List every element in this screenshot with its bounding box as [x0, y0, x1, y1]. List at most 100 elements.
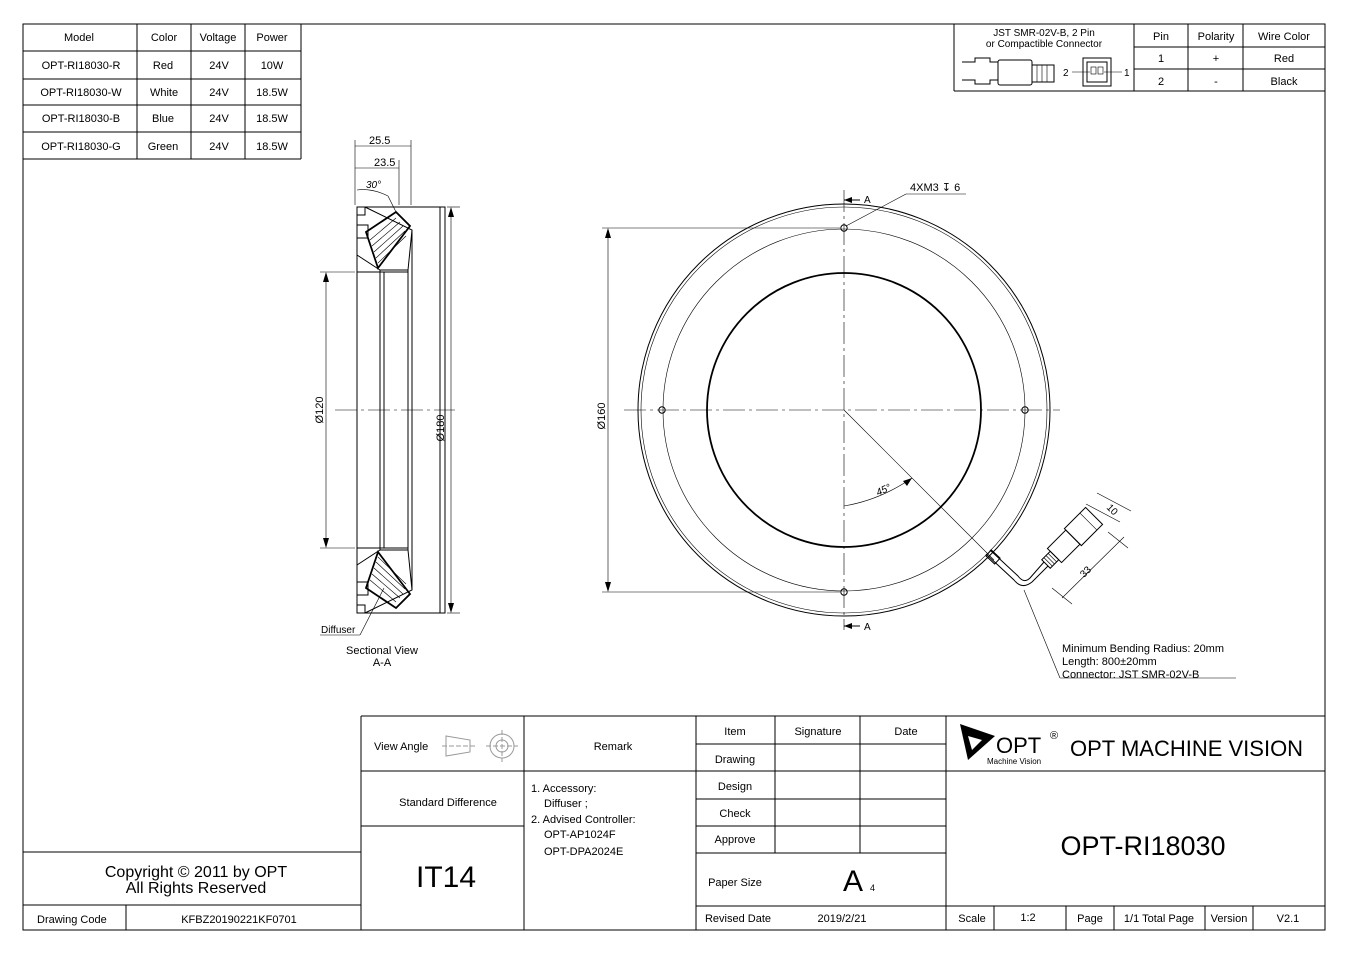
remark-line: OPT-DPA2024E — [544, 846, 623, 858]
cable-note-bending: Minimum Bending Radius: 20mm — [1062, 643, 1224, 655]
section-dim-inner-diameter: Ø120 — [314, 397, 326, 424]
section-mark-top: A — [864, 195, 871, 206]
models-cell: OPT-RI18030-G — [41, 141, 120, 153]
models-header-model: Model — [64, 32, 94, 44]
signature-label: Signature — [794, 726, 841, 738]
paper-size-value: A — [843, 865, 863, 898]
paper-size-label: Paper Size — [708, 877, 762, 889]
models-table: Model Color Voltage Power OPT-RI18030-R … — [23, 24, 302, 160]
models-cell: 24V — [209, 141, 229, 153]
connector-cell: 1 — [1158, 53, 1164, 65]
connector-cell: Black — [1271, 76, 1298, 88]
tolerance-value: IT14 — [416, 861, 476, 894]
connector-cell: Red — [1274, 53, 1294, 65]
front-dim-angle: 45° — [875, 482, 893, 498]
model-name: OPT-RI18030 — [1060, 831, 1225, 861]
scale-value: 1:2 — [1020, 912, 1035, 924]
remark-line: 2. Advised Controller: — [531, 814, 636, 826]
section-dim-outer-diameter: Ø180 — [435, 415, 447, 442]
connector-icon — [962, 57, 1122, 87]
version-label: Version — [1211, 913, 1248, 925]
logo-subtext: Machine Vision — [987, 757, 1041, 766]
connector-pin-2-label: 2 — [1063, 68, 1069, 79]
models-cell: Green — [148, 141, 179, 153]
cable-assembly: 10 33 — [985, 492, 1132, 605]
drawing-code-value: KFBZ20190221KF0701 — [181, 914, 297, 926]
remark-line: OPT-AP1024F — [544, 829, 616, 841]
models-cell: 24V — [209, 113, 229, 125]
section-caption-line1: Sectional View — [346, 645, 418, 657]
drawing-label: Drawing — [715, 754, 755, 766]
mounting-hole — [840, 224, 848, 232]
section-dim-width-outer: 25.5 — [369, 135, 390, 147]
logo-text: OPT — [996, 733, 1041, 758]
front-dim-hole-circle: Ø160 — [596, 403, 608, 430]
revised-date-label: Revised Date — [705, 913, 771, 925]
connector-title-line2: or Compactible Connector — [986, 39, 1103, 50]
check-label: Check — [719, 808, 751, 820]
connector-header-pin: Pin — [1153, 31, 1169, 43]
front-dim-connector-length: 33 — [1078, 564, 1094, 580]
connector-cell: 2 — [1158, 76, 1164, 88]
cable-note-length: Length: 800±20mm — [1062, 656, 1157, 668]
connector-title-line1: JST SMR-02V-B, 2 Pin — [993, 28, 1095, 39]
title-block: Copyright © 2011 by OPT All Rights Reser… — [23, 715, 1325, 930]
models-cell: 10W — [261, 60, 284, 72]
models-cell: Blue — [152, 113, 174, 125]
section-dim-angle: 30° — [366, 180, 381, 191]
copyright-line2: All Rights Reserved — [126, 880, 267, 897]
date-label: Date — [894, 726, 917, 738]
paper-size-sub: 4 — [870, 883, 875, 893]
models-cell: OPT-RI18030-W — [40, 87, 122, 99]
models-cell: 18.5W — [256, 141, 288, 153]
models-header-voltage: Voltage — [200, 32, 237, 44]
models-cell: White — [150, 87, 178, 99]
connector-table: JST SMR-02V-B, 2 Pin or Compactible Conn… — [953, 24, 1325, 92]
front-view: A A 4XM3 ↧ 6 Ø160 45° — [596, 182, 1236, 681]
mounting-hole — [658, 406, 666, 414]
upper-led-hatch — [369, 217, 407, 264]
standard-difference-label: Standard Difference — [399, 797, 497, 809]
models-cell: Red — [153, 60, 173, 72]
mounting-hole — [840, 588, 848, 596]
cable-note-connector: Connector: JST SMR-02V-B — [1062, 669, 1199, 681]
models-header-power: Power — [256, 32, 288, 44]
remark-line: Diffuser ; — [544, 798, 588, 810]
revised-date-value: 2019/2/21 — [818, 913, 867, 925]
section-mark-bottom: A — [864, 622, 871, 633]
hole-callout: 4XM3 ↧ 6 — [910, 182, 960, 194]
diffuser-label: Diffuser — [321, 625, 356, 636]
sectional-view: 25.5 23.5 30° Ø120 Ø180 Diffuser Section… — [314, 135, 460, 669]
page-label: Page — [1077, 913, 1103, 925]
models-cell: 24V — [209, 60, 229, 72]
models-cell: 24V — [209, 87, 229, 99]
scale-label: Scale — [958, 913, 986, 925]
models-header-color: Color — [151, 32, 178, 44]
front-dim-connector-width: 10 — [1104, 502, 1120, 518]
third-angle-projection-icon — [442, 730, 518, 762]
design-label: Design — [718, 781, 752, 793]
logo-registered: ® — [1050, 730, 1058, 742]
mounting-hole — [1021, 406, 1029, 414]
connector-header-polarity: Polarity — [1198, 31, 1235, 43]
drawing-border — [22, 23, 1326, 931]
models-cell: OPT-RI18030-R — [42, 60, 121, 72]
company-name: OPT MACHINE VISION — [1070, 736, 1303, 761]
remark-label: Remark — [594, 741, 633, 753]
page-value: 1/1 Total Page — [1124, 913, 1194, 925]
connector-pin-1-label: 1 — [1124, 68, 1130, 79]
remark-line: 1. Accessory: — [531, 783, 596, 795]
connector-cell: + — [1213, 53, 1219, 65]
connector-cell: - — [1214, 76, 1218, 88]
models-cell: OPT-RI18030-B — [42, 113, 120, 125]
connector-header-wire-color: Wire Color — [1258, 31, 1310, 43]
version-value: V2.1 — [1277, 913, 1300, 925]
section-dim-width-inner: 23.5 — [374, 157, 395, 169]
models-cell: 18.5W — [256, 87, 288, 99]
section-caption-line2: A-A — [373, 657, 392, 669]
approve-label: Approve — [715, 834, 756, 846]
models-cell: 18.5W — [256, 113, 288, 125]
copyright-line1: Copyright © 2011 by OPT — [105, 864, 287, 881]
lower-led-hatch — [369, 556, 407, 603]
